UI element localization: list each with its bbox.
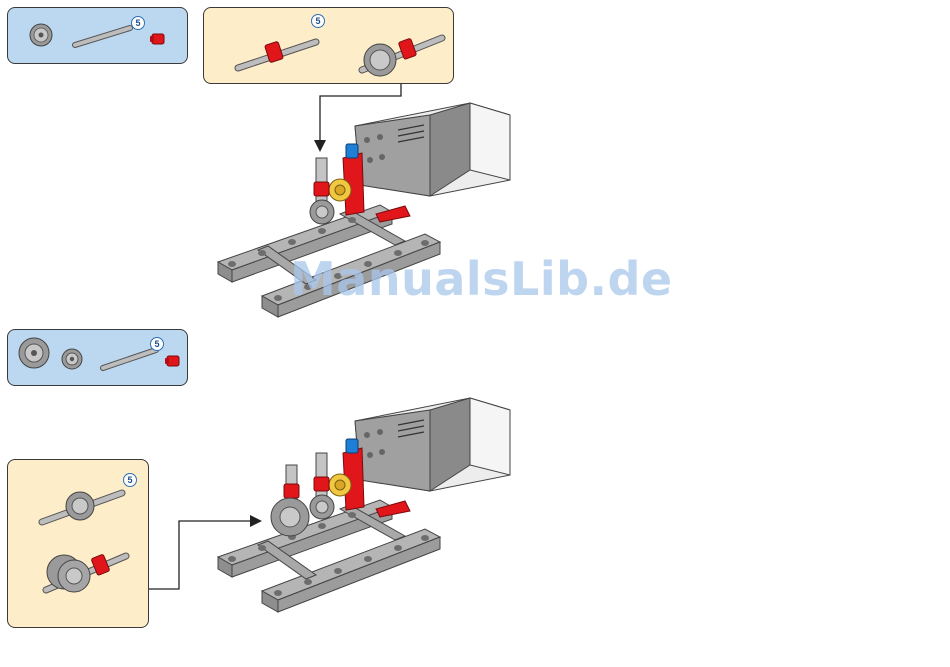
watermark-text: ManualsLib.de — [290, 252, 673, 306]
motor-b — [355, 398, 510, 491]
